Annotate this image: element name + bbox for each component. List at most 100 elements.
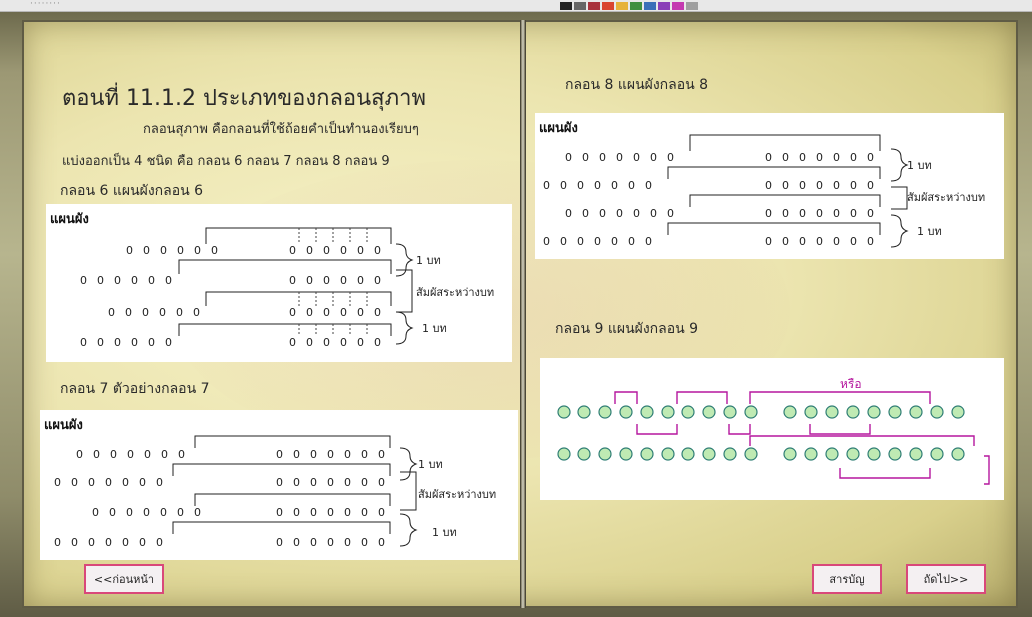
syllable-mark: 0 xyxy=(276,448,283,461)
klon9-syllable-circles xyxy=(558,406,964,460)
syllable-mark: 0 xyxy=(80,336,87,349)
syllable-mark: 0 xyxy=(543,235,550,248)
syllable-circle xyxy=(745,406,757,418)
syllable-mark: 0 xyxy=(159,306,166,319)
syllable-circle xyxy=(682,406,694,418)
syllable-mark: 0 xyxy=(306,244,313,257)
syllable-mark: 0 xyxy=(650,151,657,164)
syllable-circle xyxy=(889,406,901,418)
syllable-mark: 0 xyxy=(131,336,138,349)
syllable-mark: 0 xyxy=(361,448,368,461)
syllable-circle xyxy=(599,406,611,418)
syllable-mark: 0 xyxy=(361,476,368,489)
syllable-circle xyxy=(620,448,632,460)
syllable-mark: 0 xyxy=(650,207,657,220)
page-title: ตอนที่ 11.1.2 ประเภทของกลอนสุภาพ xyxy=(62,80,426,115)
syllable-row: 000000 xyxy=(80,274,172,287)
syllable-mark: 0 xyxy=(108,306,115,319)
syllable-mark: 0 xyxy=(88,476,95,489)
syllable-mark: 0 xyxy=(160,506,167,519)
syllable-mark: 0 xyxy=(850,151,857,164)
syllable-circle xyxy=(847,448,859,460)
syllable-mark: 0 xyxy=(357,274,364,287)
syllable-mark: 0 xyxy=(361,506,368,519)
syllable-circle xyxy=(620,406,632,418)
klon7-heading: กลอน 7 ตัวอย่างกลอน 7 xyxy=(60,378,210,400)
syllable-row: 0000000 xyxy=(54,536,163,549)
toc-button[interactable]: สารบัญ xyxy=(812,564,882,594)
syllable-mark: 0 xyxy=(867,179,874,192)
syllable-mark: 0 xyxy=(194,244,201,257)
syllable-circle xyxy=(745,448,757,460)
syllable-mark: 0 xyxy=(194,506,201,519)
syllable-mark: 0 xyxy=(323,336,330,349)
syllable-mark: 0 xyxy=(289,306,296,319)
syllable-mark: 0 xyxy=(357,336,364,349)
syllable-mark: 0 xyxy=(160,244,167,257)
definition-text: กลอนสุภาพ คือกลอนที่ใช้ถ้อยคำเป็นทำนองเร… xyxy=(143,118,419,139)
syllable-circle xyxy=(889,448,901,460)
syllable-mark: 0 xyxy=(97,274,104,287)
syllable-mark: 0 xyxy=(289,274,296,287)
syllable-circle xyxy=(558,406,570,418)
syllable-row: 0000000 xyxy=(54,476,163,489)
syllable-mark: 0 xyxy=(374,306,381,319)
syllable-mark: 0 xyxy=(144,448,151,461)
syllable-mark: 0 xyxy=(293,506,300,519)
syllable-mark: 0 xyxy=(577,179,584,192)
syllable-circle xyxy=(847,406,859,418)
klon8-diagram-panel: แผนผัง 0000000 0000000 0000000 0000000 0… xyxy=(535,113,1004,259)
syllable-mark: 0 xyxy=(816,207,823,220)
syllable-mark: 0 xyxy=(327,476,334,489)
syllable-mark: 0 xyxy=(276,536,283,549)
syllable-mark: 0 xyxy=(645,179,652,192)
syllable-mark: 0 xyxy=(833,179,840,192)
syllable-circle xyxy=(952,448,964,460)
syllable-mark: 0 xyxy=(599,151,606,164)
klon9-diagram: หรือ xyxy=(540,358,1004,500)
syllable-mark: 0 xyxy=(178,448,185,461)
syllable-mark: 0 xyxy=(323,244,330,257)
syllable-mark: 0 xyxy=(799,207,806,220)
syllable-mark: 0 xyxy=(594,235,601,248)
syllable-circle xyxy=(682,448,694,460)
klon8-one-stanza-label-1: 1 บท xyxy=(907,159,932,172)
syllable-mark: 0 xyxy=(177,244,184,257)
syllable-mark: 0 xyxy=(156,536,163,549)
syllable-circle xyxy=(641,406,653,418)
syllable-mark: 0 xyxy=(125,306,132,319)
syllable-mark: 0 xyxy=(143,244,150,257)
syllable-mark: 0 xyxy=(799,235,806,248)
syllable-mark: 0 xyxy=(667,151,674,164)
syllable-mark: 0 xyxy=(833,207,840,220)
syllable-mark: 0 xyxy=(378,476,385,489)
syllable-circle xyxy=(703,448,715,460)
syllable-row: 0000000 xyxy=(76,448,185,461)
klon7-diagram: 0000000 0000000 0000000 0000000 0000000 … xyxy=(40,410,518,560)
syllable-mark: 0 xyxy=(340,306,347,319)
syllable-circle xyxy=(868,448,880,460)
next-button[interactable]: ถัดไป>> xyxy=(906,564,986,594)
syllable-mark: 0 xyxy=(816,179,823,192)
klon9-heading: กลอน 9 แผนผังกลอน 9 xyxy=(555,318,698,340)
syllable-mark: 0 xyxy=(293,476,300,489)
syllable-mark: 0 xyxy=(310,506,317,519)
syllable-mark: 0 xyxy=(293,536,300,549)
syllable-mark: 0 xyxy=(765,207,772,220)
syllable-mark: 0 xyxy=(289,336,296,349)
syllable-mark: 0 xyxy=(327,448,334,461)
prev-button[interactable]: <<ก่อนหน้า xyxy=(84,564,164,594)
syllable-mark: 0 xyxy=(306,336,313,349)
syllable-mark: 0 xyxy=(850,179,857,192)
syllable-mark: 0 xyxy=(611,235,618,248)
syllable-mark: 0 xyxy=(142,306,149,319)
syllable-mark: 0 xyxy=(289,244,296,257)
syllable-mark: 0 xyxy=(344,506,351,519)
syllable-mark: 0 xyxy=(378,536,385,549)
syllable-mark: 0 xyxy=(54,536,61,549)
